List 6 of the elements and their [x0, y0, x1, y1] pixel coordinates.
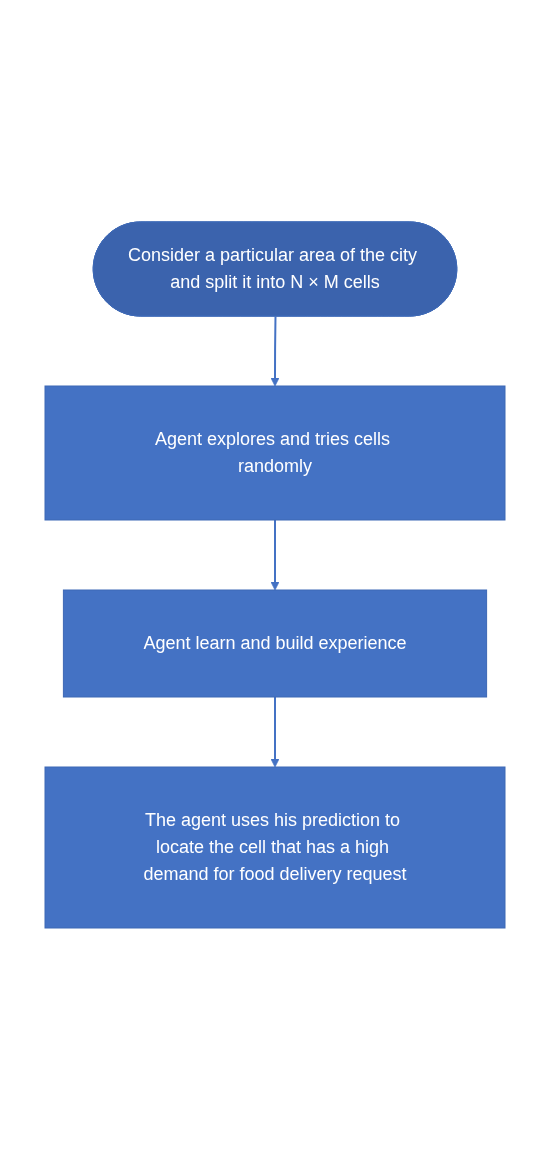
arrow [270, 315, 280, 387]
arrow [270, 519, 280, 591]
node-box: The agent uses his prediction to locate the cell that has a high demand for food delivery request [44, 766, 506, 929]
node-box: Agent learn and build experience [62, 589, 488, 698]
arrow [270, 696, 280, 768]
node-box: Agent explores and tries cells randomly [44, 385, 506, 521]
